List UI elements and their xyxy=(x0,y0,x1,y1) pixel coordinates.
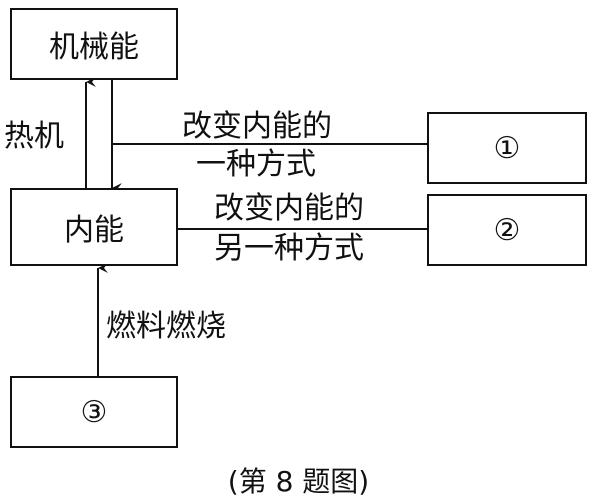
circle-1-label: ① xyxy=(493,130,521,166)
circle-2-label: ② xyxy=(493,212,521,248)
way1-label-line1: 改变内能的 xyxy=(182,109,332,144)
answer-box-1: ① xyxy=(427,112,587,184)
internal-energy-box: 内能 xyxy=(10,188,178,266)
answer-box-2: ② xyxy=(427,194,587,266)
mechanical-energy-label: 机械能 xyxy=(49,30,139,65)
circle-3-label: ③ xyxy=(80,394,108,430)
fuel-burning-label: 燃料燃烧 xyxy=(106,309,226,344)
way2-label-line1: 改变内能的 xyxy=(214,191,364,226)
way2-label-line2: 另一种方式 xyxy=(214,231,364,266)
heat-engine-label: 热机 xyxy=(4,119,64,154)
way1-label-line2: 一种方式 xyxy=(196,147,316,182)
mechanical-energy-box: 机械能 xyxy=(10,8,178,80)
answer-box-3: ③ xyxy=(10,376,178,448)
internal-energy-label: 内能 xyxy=(64,213,124,248)
figure-caption: (第 8 题图) xyxy=(227,465,370,498)
